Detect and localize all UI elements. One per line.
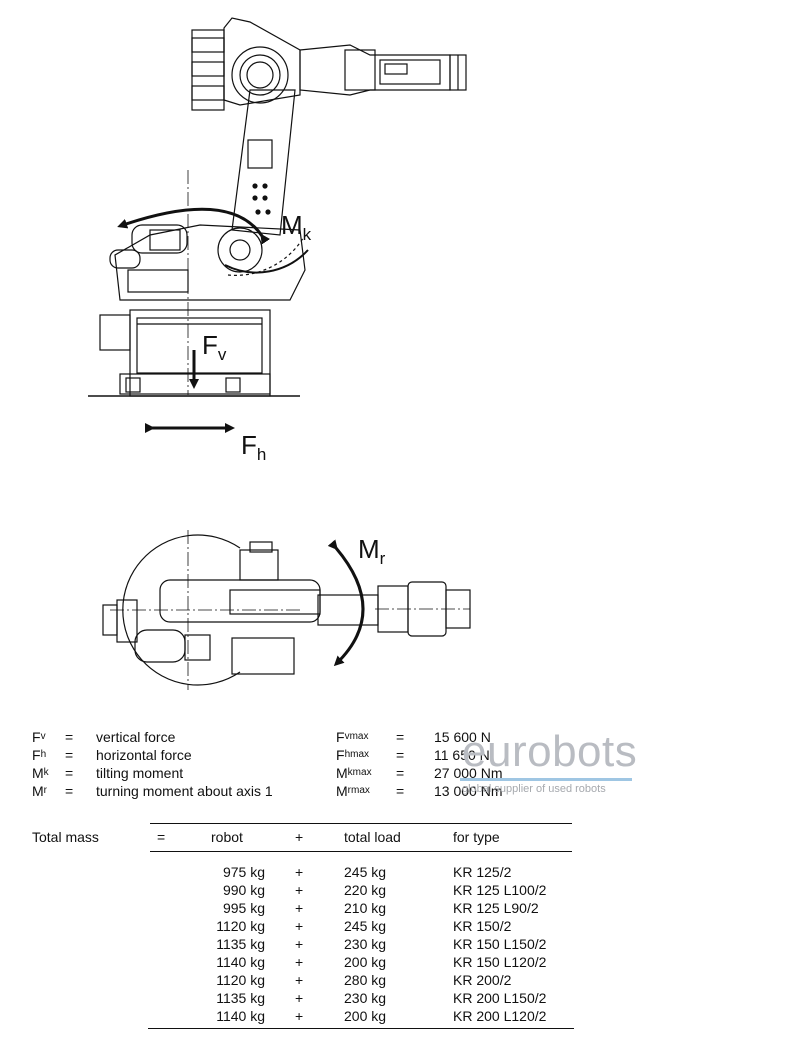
robot-top-base <box>102 530 300 690</box>
mr-arrow <box>327 539 365 667</box>
robot-top-arm <box>159 541 471 637</box>
table-header-rule <box>150 851 572 852</box>
table-bottom-rule <box>148 1028 574 1029</box>
mk-arrow <box>117 207 271 245</box>
robot-base <box>99 309 271 397</box>
robot-arm-head <box>191 17 301 111</box>
label-mr: Mr <box>358 534 386 568</box>
total-mass-table: Total mass = robot + total load for type… <box>0 820 786 1035</box>
header-robot: robot <box>211 829 243 845</box>
header-total-load: total load <box>344 829 401 845</box>
label-fv: Fv <box>202 330 227 364</box>
watermark-underline <box>460 778 632 781</box>
robot-side-view-drawing <box>88 17 467 433</box>
total-mass-label: Total mass <box>32 829 99 845</box>
watermark-subtitle: global supplier of used robots <box>462 783 606 795</box>
watermark-title: eurobots <box>462 727 638 776</box>
eurobots-watermark: eurobots global supplier of used robots <box>460 727 638 795</box>
header-plus: + <box>295 829 304 845</box>
robot-top-view-drawing <box>102 530 471 690</box>
label-mk: Mk <box>281 210 312 244</box>
header-eq: = <box>157 829 166 845</box>
header-for-type: for type <box>453 829 500 845</box>
robot-carousel <box>109 224 309 301</box>
robot-forearm <box>299 44 467 96</box>
table-top-rule <box>150 823 572 824</box>
label-fh: Fh <box>241 430 267 464</box>
